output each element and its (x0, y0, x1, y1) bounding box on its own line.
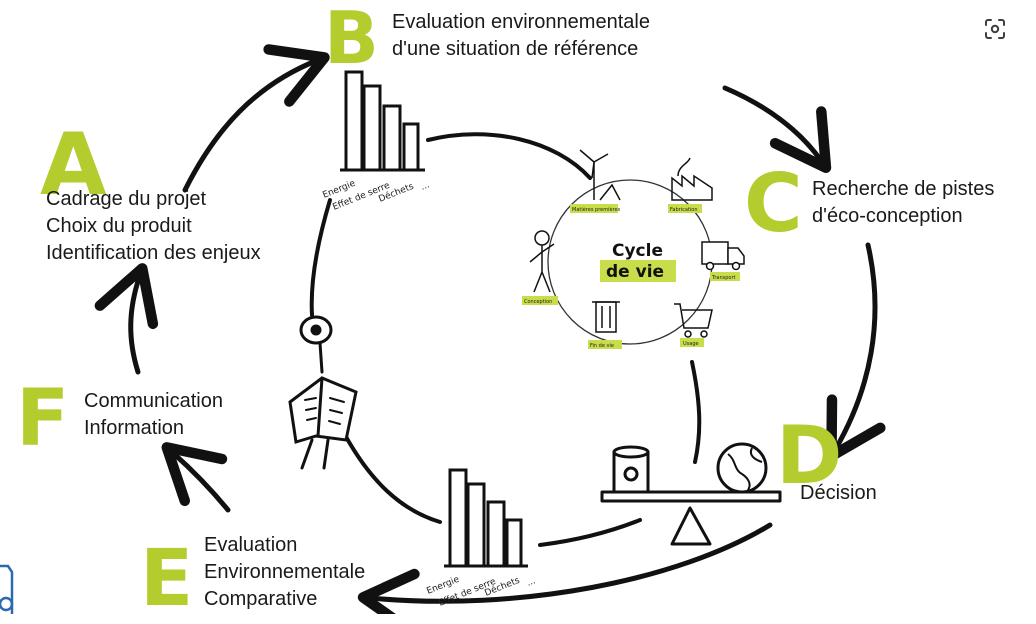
step-b-line: Evaluation environnementale (392, 11, 650, 33)
factory-icon (671, 157, 713, 201)
arrow-e-to-f (161, 442, 231, 513)
bar-waste (382, 104, 402, 172)
stage-raw-materials: Matières premières (572, 206, 621, 213)
step-f-text: Communication Information (84, 388, 223, 442)
bar-waste (486, 500, 506, 568)
step-d-text: Décision (800, 480, 877, 507)
cycle-stage-labels: Matières premières Fabrication Transport… (522, 204, 740, 349)
connector-cycle-to-scale (690, 360, 702, 464)
stage-usage: Usage (683, 341, 699, 347)
step-e-line: Evaluation (204, 534, 298, 556)
step-b-text: Evaluation environnementale d'une situat… (392, 9, 650, 63)
step-a-text: Cadrage du projet Choix du produit Ident… (46, 186, 261, 267)
step-e-text: Evaluation Environnementale Comparative (204, 532, 365, 613)
bar-greenhouse (466, 482, 486, 568)
bar-energy (344, 70, 364, 172)
step-letter-d: D (776, 409, 843, 502)
chart-label-more: ... (419, 180, 431, 192)
connector-reader-to-chart (343, 433, 442, 524)
stage-end-of-life: Fin de vie (590, 343, 614, 349)
step-c-line: d'éco-conception (812, 205, 963, 227)
bar-chart-comparative-labels: Energie Effet de serre Déchets ... (425, 575, 537, 609)
bar-other (402, 122, 420, 172)
lens-scan-icon (985, 19, 1005, 39)
wind-turbine-icon (579, 149, 621, 201)
clipboard-icon (0, 564, 14, 614)
bar-other (505, 518, 523, 568)
reading-person-illustration (288, 315, 358, 470)
bar-chart-comparative (444, 468, 528, 568)
step-a-line: Cadrage du projet (46, 188, 207, 210)
step-b-line: d'une situation de référence (392, 38, 639, 60)
cycle-title-line2: de vie (606, 262, 664, 282)
bar-energy (448, 468, 468, 568)
connector-scale-to-chart (538, 518, 642, 547)
step-a-line: Identification des enjeux (46, 242, 261, 264)
connector-chart-to-reader (309, 198, 332, 317)
step-letter-b: B (324, 0, 379, 80)
step-letter-a: A (40, 115, 107, 215)
step-d-line: Décision (800, 482, 877, 504)
outer-cycle-arrows (94, 44, 886, 614)
truck-icon (701, 241, 745, 271)
balance-scale-illustration (600, 442, 782, 546)
step-f-line: Information (84, 417, 185, 439)
globe-icon (716, 442, 768, 494)
step-f-line: Communication (84, 390, 223, 412)
bar-greenhouse (362, 84, 382, 172)
step-letter-e: E (140, 534, 194, 624)
step-e-line: Environnementale (204, 561, 366, 583)
life-cycle-diagram: Cycle de vie (522, 149, 745, 349)
stage-design: Conception (524, 299, 552, 305)
step-c-line: Recherche de pistes (812, 178, 995, 200)
step-c-text: Recherche de pistes d'éco-conception (812, 176, 994, 230)
inner-connectors (309, 132, 702, 547)
chart-label-more: ... (525, 576, 537, 588)
step-letter-f: F (16, 374, 70, 464)
stage-manufacturing: Fabrication (670, 207, 698, 213)
cycle-title-line1: Cycle (612, 241, 663, 261)
step-letter-c: C (744, 157, 803, 250)
bar-chart-reference (340, 70, 425, 172)
step-e-line: Comparative (204, 588, 318, 610)
arrow-d-to-e (357, 522, 773, 614)
arrow-a-to-b (182, 44, 330, 193)
designer-icon (529, 230, 555, 293)
cycle-title-highlight (600, 260, 676, 282)
arrow-b-to-c (722, 85, 832, 174)
arrow-f-to-a (94, 263, 159, 375)
lens-scan-button[interactable] (976, 10, 1014, 48)
arrow-c-to-d (826, 242, 886, 462)
canned-food-icon (612, 445, 650, 494)
trash-bin-icon (592, 301, 620, 333)
shopping-cart-icon (674, 303, 713, 338)
bar-chart-reference-labels: Energie Effet de serre Déchets ... (321, 179, 431, 213)
step-a-line: Choix du produit (46, 215, 192, 237)
stage-transport: Transport (711, 275, 736, 281)
connector-chart-to-cycle (426, 132, 592, 180)
